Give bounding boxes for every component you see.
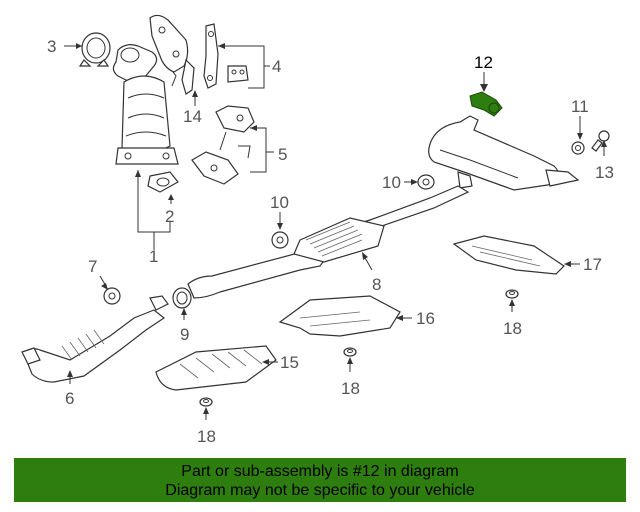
callout-5[interactable]: 5 xyxy=(278,145,287,164)
callout-3[interactable]: 3 xyxy=(47,37,56,56)
part-13-bolt[interactable] xyxy=(591,130,610,152)
part-14-heat-shield[interactable] xyxy=(149,14,195,95)
banner-line-2: Diagram may not be specific to your vehi… xyxy=(165,482,475,499)
arrow-7 xyxy=(101,283,108,290)
arrow-2 xyxy=(168,194,174,200)
callout-7[interactable]: 7 xyxy=(88,257,97,276)
arrow-18a xyxy=(509,299,515,306)
part-13-muffler[interactable] xyxy=(428,115,580,191)
part-11-insulator[interactable] xyxy=(571,141,585,155)
callout-8[interactable]: 8 xyxy=(372,275,381,294)
banner-line-1: Part or sub-assembly is #12 in diagram xyxy=(181,463,459,480)
arrow-13 xyxy=(601,140,607,147)
part-9-gasket[interactable] xyxy=(172,287,192,309)
part-17-heat-shield[interactable] xyxy=(452,235,565,275)
arrow-10 xyxy=(411,179,418,185)
callout-18c[interactable]: 18 xyxy=(197,427,216,446)
leader-4 xyxy=(218,45,265,89)
part-15-heat-shield[interactable] xyxy=(155,345,277,391)
callout-10[interactable]: 10 xyxy=(382,173,401,192)
callout-15[interactable]: 15 xyxy=(280,353,299,372)
arrow-14 xyxy=(192,90,198,97)
callout-13[interactable]: 13 xyxy=(595,163,614,182)
callout-12[interactable]: 12 xyxy=(474,53,493,72)
part-18-nut-a[interactable] xyxy=(505,289,519,299)
callout-14[interactable]: 14 xyxy=(183,107,202,126)
part-5-hanger[interactable] xyxy=(191,105,255,185)
arrow-18b xyxy=(347,357,353,364)
part-7-insulator[interactable] xyxy=(103,287,121,305)
part-10-insulator-b[interactable] xyxy=(271,231,289,249)
part-18-nut-b[interactable] xyxy=(343,347,357,357)
callout-11[interactable]: 11 xyxy=(571,97,589,116)
callout-16[interactable]: 16 xyxy=(416,309,435,328)
leader-5 xyxy=(250,127,267,173)
arrow-9 xyxy=(181,308,187,315)
callout-17[interactable]: 17 xyxy=(583,255,602,274)
callout-6[interactable]: 6 xyxy=(65,389,74,408)
callout-10b[interactable]: 10 xyxy=(270,193,289,212)
arrow-10b xyxy=(277,223,283,230)
arrow-16 xyxy=(396,315,403,321)
part-2-gasket[interactable] xyxy=(147,171,179,193)
callout-9[interactable]: 9 xyxy=(180,325,189,344)
callout-18a[interactable]: 18 xyxy=(503,319,522,338)
callout-2[interactable]: 2 xyxy=(165,207,174,226)
part-16-heat-shield[interactable] xyxy=(278,295,401,337)
callout-4[interactable]: 4 xyxy=(272,57,281,76)
arrow-11 xyxy=(577,133,583,140)
arrow-3 xyxy=(76,43,82,49)
callout-18b[interactable]: 18 xyxy=(341,379,360,398)
part-4-bracket[interactable] xyxy=(203,23,249,89)
arrow-8 xyxy=(362,252,368,260)
arrow-17 xyxy=(564,261,571,267)
callout-1[interactable]: 1 xyxy=(149,247,158,266)
part-18-nut-c[interactable] xyxy=(199,397,213,407)
part-12-bracket-highlighted[interactable] xyxy=(469,91,503,117)
arrow-5 xyxy=(250,125,257,131)
arrow-15 xyxy=(262,359,269,365)
arrow-6 xyxy=(67,370,73,377)
part-6-front-pipe[interactable] xyxy=(21,295,169,383)
arrow-4 xyxy=(218,43,225,49)
arrow-12 xyxy=(480,84,488,92)
part-3-clamp[interactable] xyxy=(78,32,111,67)
part-8-intermediate-pipe[interactable] xyxy=(187,185,470,299)
notice-banner: Part or sub-assembly is #12 in diagram D… xyxy=(14,458,626,502)
exhaust-system-diagram: 3 1 2 14 4 xyxy=(21,14,614,446)
part-10-insulator[interactable] xyxy=(417,174,435,190)
arrow-18c xyxy=(203,407,209,414)
arrow-1 xyxy=(135,170,141,177)
part-1-catalytic-converter[interactable] xyxy=(112,44,179,165)
